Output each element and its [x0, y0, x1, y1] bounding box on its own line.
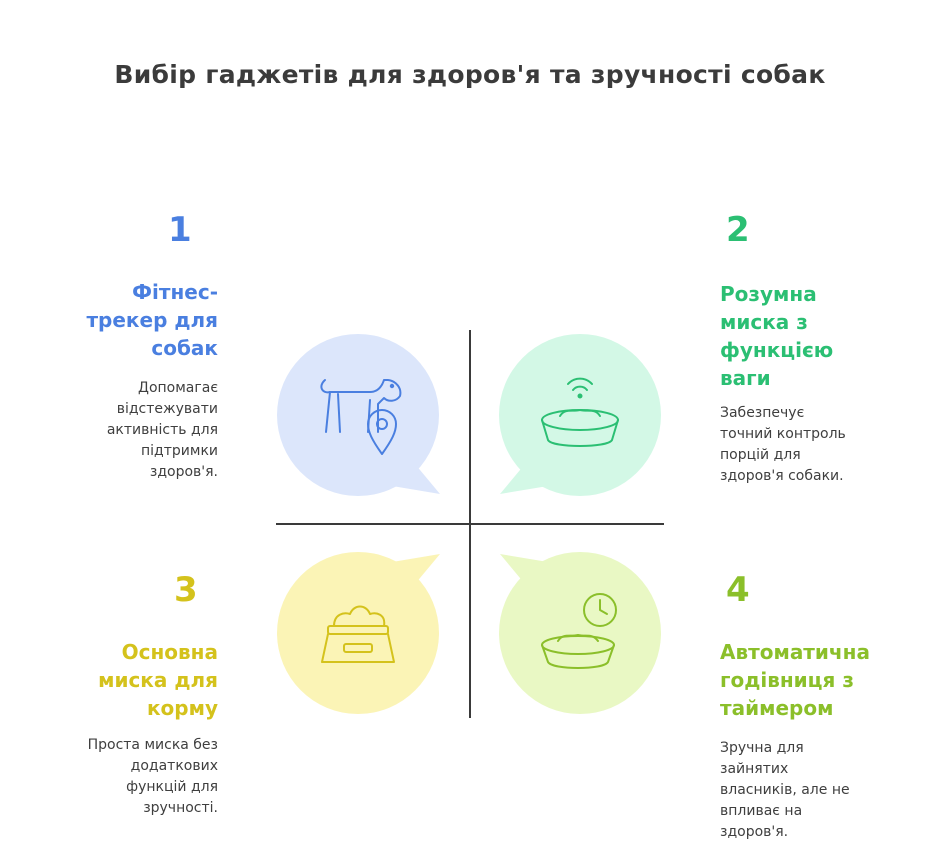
quadrant-2-description: Забезпечує точний контроль порцій для зд… [720, 405, 846, 484]
quadrant-2-number: 2 [726, 210, 750, 250]
quadrant-4-description: Зручна для зайнятих власників, але не вп… [720, 740, 850, 840]
quadrant-4-number: 4 [726, 570, 750, 610]
quadrant-2-heading: Розумна миска з функцією ваги [720, 282, 834, 390]
bubble-smart-bowl [499, 334, 661, 496]
bubble-fitness-tracker [277, 334, 440, 496]
quadrant-3-description: Проста миска без додаткових функцій для … [87, 737, 218, 816]
bubble-auto-feeder [499, 552, 661, 714]
quadrant-1-heading: Фітнес- трекер для собак [86, 280, 218, 360]
quadrant-3-heading: Основна миска для корму [98, 640, 218, 720]
bowl-clock-icon [541, 593, 617, 669]
quadrant-1-description: Допомагає відстежувати активність для пі… [106, 380, 218, 480]
food-bowl-icon [321, 605, 395, 663]
smart-bowl-wifi-icon [541, 377, 619, 447]
page-title: Вибір гаджетів для здоров'я та зручності… [114, 60, 826, 89]
quadrant-1-number: 1 [168, 210, 192, 250]
dog-location-icon [320, 379, 402, 455]
quadrant-4-heading: Автоматична годівниця з таймером [720, 640, 870, 720]
quadrant-3-number: 3 [174, 570, 198, 610]
